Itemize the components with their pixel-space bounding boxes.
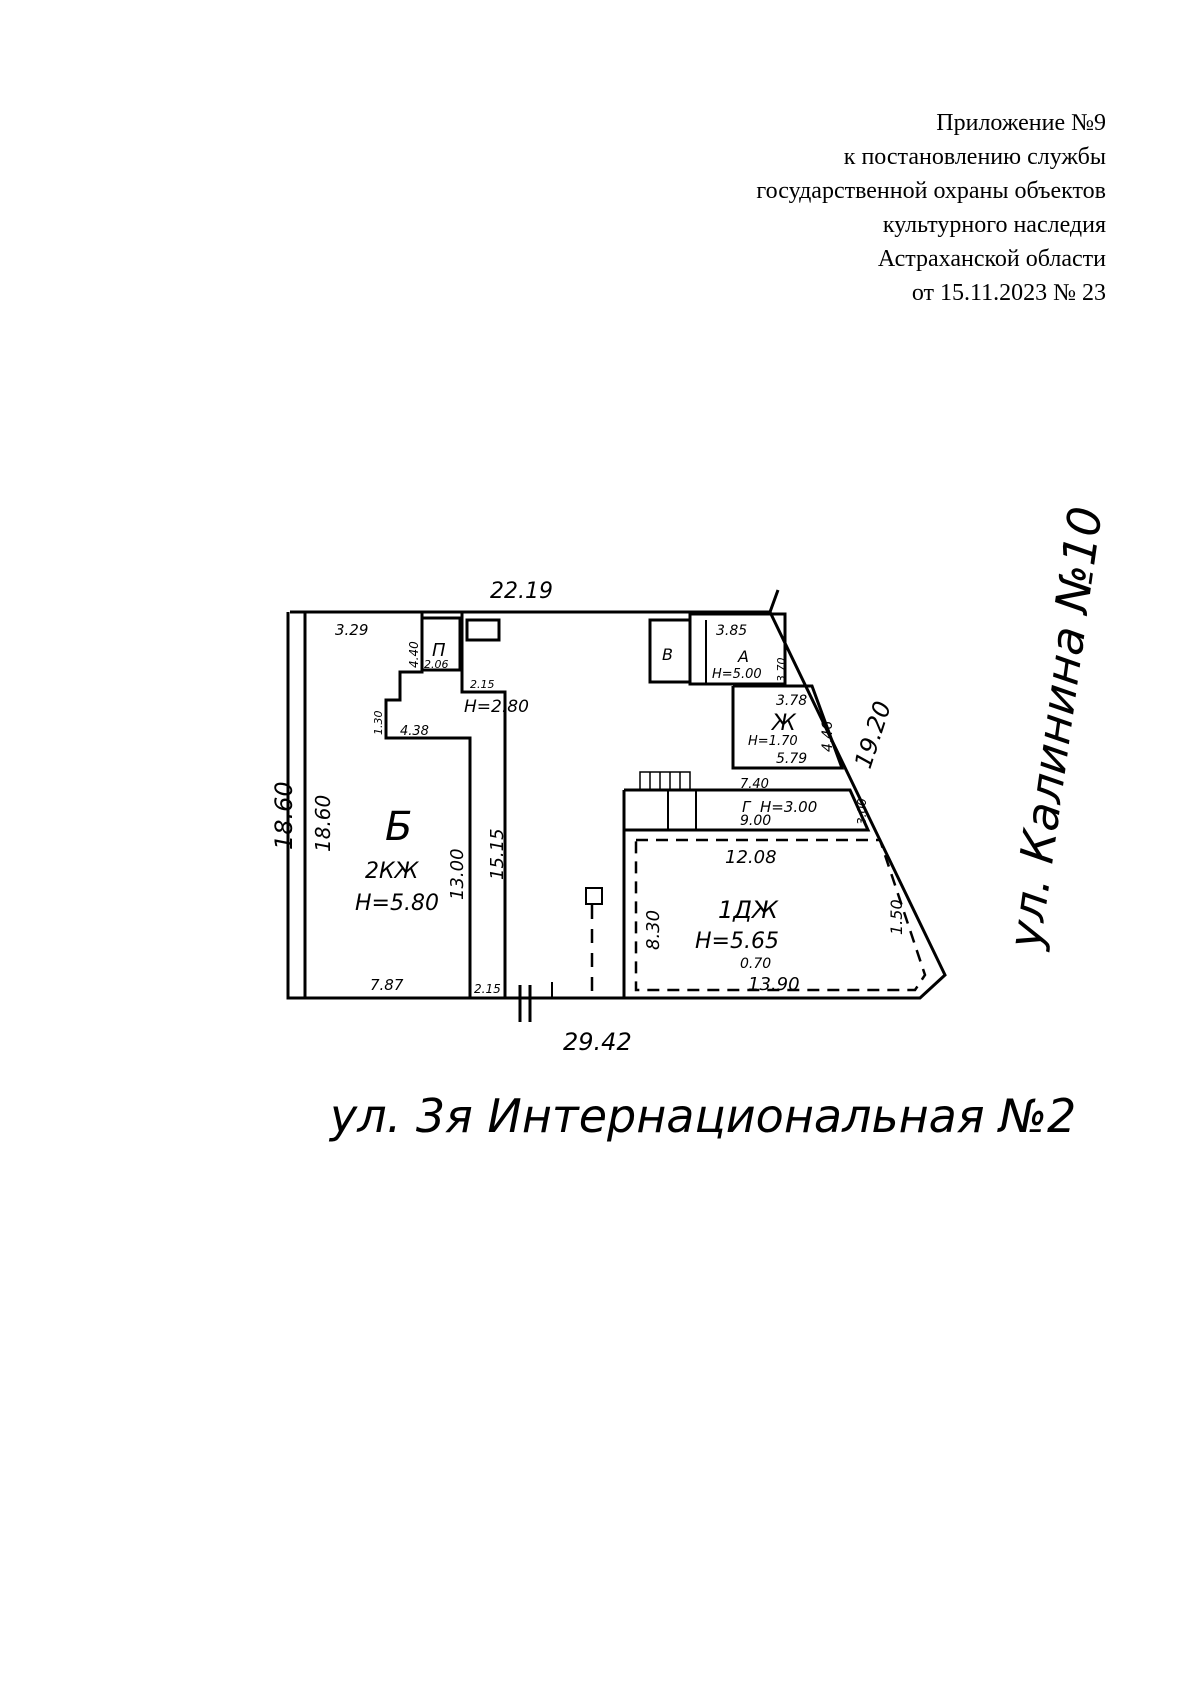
- height-300: H=3.00: [760, 798, 817, 816]
- appendix-number: Приложение №9: [936, 110, 1106, 136]
- dim-370: 3.70: [775, 658, 788, 683]
- dim-206: 2.06: [424, 658, 449, 671]
- header-line: Астраханской области: [877, 246, 1106, 272]
- dim-bottom-total: 29.42: [563, 1028, 632, 1056]
- stairs: [639, 771, 691, 791]
- header-line: к постановлению службы: [843, 144, 1106, 170]
- label-lit-d-sub: 0.70: [740, 956, 771, 972]
- label-lit-a: А: [737, 647, 749, 666]
- dim-bottom-mid: 2.15: [474, 982, 501, 996]
- building-g: [622, 788, 871, 832]
- dim-bottom-left: 7.87: [370, 976, 404, 994]
- dim-left-outer: 18.60: [270, 781, 298, 850]
- dim-top-total: 22.19: [490, 579, 553, 604]
- building-zh: [731, 684, 845, 770]
- label-lit-v: В: [662, 645, 673, 664]
- building-p: [420, 616, 462, 672]
- dim-zh-bottom: 5.79: [776, 751, 807, 767]
- dim-130: 1.30: [372, 711, 385, 736]
- dim-d-right: 1.50: [887, 899, 906, 935]
- label-lit-b-height: H=5.80: [355, 891, 439, 916]
- label-lit-g: Г: [742, 798, 752, 816]
- dim-a-vert: 13.00: [447, 848, 468, 900]
- dim-215: 2.15: [470, 678, 495, 691]
- dim-zh-top: 3.78: [776, 693, 807, 709]
- street-right: ул. Калинина №10: [997, 503, 1113, 953]
- dim-right-diag: 19.20: [849, 698, 897, 772]
- dim-g-top: 7.40: [740, 777, 769, 792]
- height-170: H=1.70: [748, 734, 798, 749]
- dim-385: 3.85: [716, 623, 747, 639]
- dim-g-bottom: 9.00: [740, 813, 771, 829]
- label-lit-zh: Ж: [770, 711, 797, 736]
- dim-d-top: 12.08: [725, 847, 777, 868]
- dim-440: 4.40: [407, 641, 421, 668]
- header-line: культурного наследия: [882, 212, 1106, 238]
- building-b-inner: [460, 612, 507, 998]
- building-b-outline: [384, 612, 472, 998]
- building-d-inner: [634, 838, 927, 992]
- dim-g-right: 3.00: [855, 798, 869, 825]
- building-a: [688, 612, 787, 686]
- small-block: [465, 618, 501, 642]
- dim-zh-side: 4.46: [820, 721, 836, 752]
- dim-b-vert: 15.15: [487, 828, 508, 880]
- well-marker: [585, 887, 603, 905]
- label-lit-b-kind: 2КЖ: [365, 859, 420, 884]
- height-280: H=2.80: [464, 697, 529, 717]
- label-lit-d-height: H=5.65: [695, 929, 779, 954]
- header-line: государственной охраны объектов: [756, 178, 1106, 204]
- dim-d-left: 8.30: [643, 910, 664, 950]
- label-lit-d: 1ДЖ: [718, 896, 779, 924]
- document-date: от 15.11.2023 № 23: [911, 280, 1106, 306]
- lot-boundary: [768, 589, 780, 613]
- lot-boundary: [286, 610, 947, 1000]
- dim-d-bottom: 13.90: [748, 974, 800, 995]
- document-header: Приложение №9 к постановлению службы гос…: [586, 106, 1106, 310]
- label-lit-p: П: [432, 640, 446, 661]
- street-bottom: ул. 3я Интернациональная №2: [328, 1089, 1076, 1143]
- dim-left-inner: 18.60: [311, 795, 335, 852]
- height-500: H=5.00: [712, 667, 762, 682]
- dim-438: 4.38: [400, 724, 429, 739]
- label-lit-b: Б: [385, 804, 412, 850]
- dim-top-left: 3.29: [335, 621, 368, 639]
